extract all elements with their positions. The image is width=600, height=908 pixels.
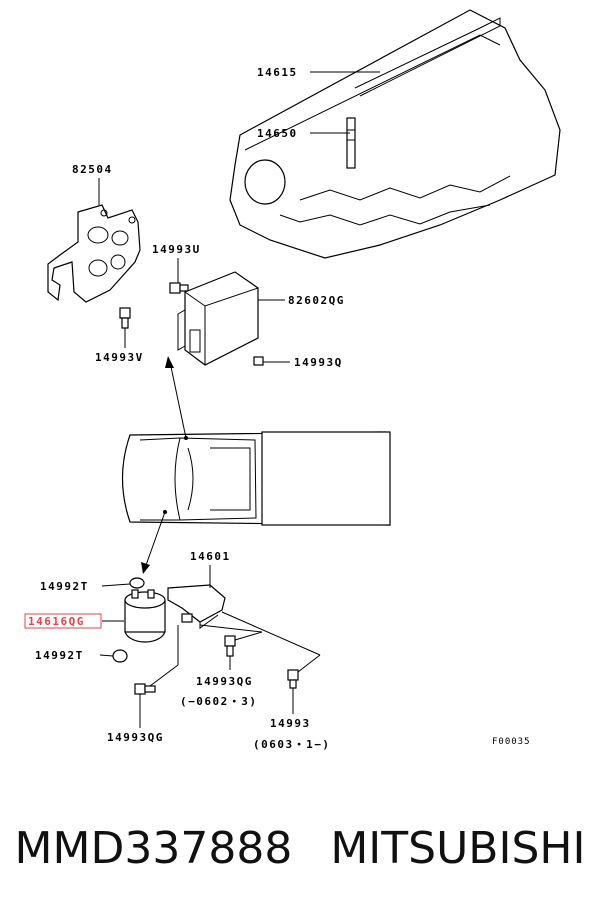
truck-top-view	[121, 431, 391, 526]
figure-code: F00035	[492, 737, 531, 747]
label-14993qg-a: 14993QG	[196, 675, 253, 688]
label-14993u: 14993U	[152, 243, 201, 256]
relay	[112, 577, 166, 663]
glow-plug	[346, 117, 356, 169]
label-14993q: 14993Q	[294, 356, 343, 369]
pointer-arrows	[141, 356, 188, 574]
bolt-14993v	[119, 307, 131, 329]
label-14993: 14993	[270, 717, 311, 730]
bolt-14993u	[169, 282, 189, 294]
bolt-14993qg-a	[224, 635, 236, 657]
label-0602-3: (−0602・3)	[180, 695, 257, 708]
label-14601: 14601	[190, 550, 231, 563]
engine-block	[229, 9, 561, 259]
label-14616qg: 14616QG	[28, 615, 85, 628]
label-14993qg-b: 14993QG	[107, 731, 164, 744]
brand-name: MITSUBISHI	[330, 822, 586, 874]
part-number: MMD337888	[14, 822, 293, 874]
bolt-14993q	[253, 356, 264, 366]
bolt-14993-new	[287, 669, 299, 689]
label-82504: 82504	[72, 163, 113, 176]
label-14993v: 14993V	[95, 351, 144, 364]
label-14615: 14615	[257, 66, 298, 79]
bracket-14601	[167, 584, 226, 629]
label-14992t-bottom: 14992T	[35, 649, 84, 662]
bolt-14993qg-b	[134, 683, 156, 695]
leader-lines	[98, 71, 380, 728]
label-82602qg: 82602QG	[288, 294, 345, 307]
label-14992t-top: 14992T	[40, 580, 89, 593]
parts-diagram: 14615 14650 82504 14993U 82602QG 14993V …	[24, 9, 561, 751]
control-unit	[177, 271, 259, 366]
label-14650: 14650	[257, 127, 298, 140]
bracket-82504	[47, 204, 141, 303]
label-0603-1: (0603・1−)	[253, 738, 330, 751]
highlight-box-14616qg	[24, 613, 102, 629]
caption: MMD337888 MITSUBISHI	[0, 808, 600, 888]
